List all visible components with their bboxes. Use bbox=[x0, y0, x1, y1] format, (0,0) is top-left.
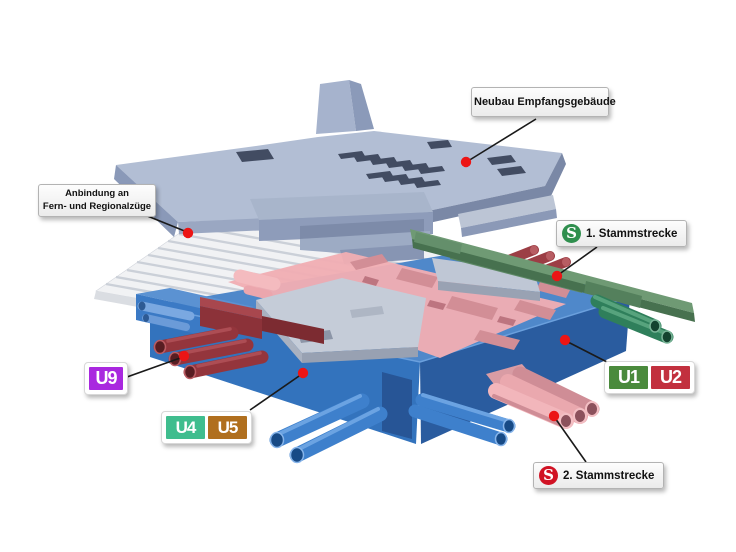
u9-light-blue-tube bbox=[137, 301, 195, 321]
building-tower bbox=[316, 80, 356, 134]
u4-line-badge: U4 bbox=[166, 416, 205, 439]
marker-dot-u4-u5 bbox=[297, 367, 309, 379]
badge-u4-u5: U4 U5 bbox=[161, 411, 252, 444]
marker-dots bbox=[178, 156, 571, 422]
reception-building-3d bbox=[114, 80, 566, 264]
building-roof bbox=[116, 131, 562, 222]
marker-dot-s2 bbox=[548, 410, 560, 422]
s-bahn-logo-icon: S bbox=[562, 224, 581, 243]
marker-dot-regional-deck bbox=[182, 227, 194, 239]
u9-line-badge: U9 bbox=[89, 367, 123, 390]
s2-trunk-tunnels-3d bbox=[486, 364, 600, 429]
marker-dot-s1 bbox=[551, 270, 563, 282]
callout-building-label: Neubau Empfangsgebäude bbox=[474, 96, 616, 108]
marker-dot-building bbox=[460, 156, 472, 168]
callout-s1-label: 1. Stammstrecke bbox=[586, 227, 678, 240]
u2-line-badge: U2 bbox=[651, 366, 690, 389]
marker-dot-u9 bbox=[178, 350, 190, 362]
roof-skylights bbox=[236, 140, 526, 188]
u1-line-badge: U1 bbox=[609, 366, 648, 389]
callout-building: Neubau Empfangsgebäude bbox=[471, 87, 616, 117]
marker-dot-u1-u2 bbox=[559, 334, 571, 346]
callout-s2-stammstrecke: S 2. Stammstrecke bbox=[533, 462, 665, 489]
u9-light-blue-tube bbox=[142, 314, 190, 331]
s1-tunnel-tubes bbox=[590, 294, 674, 344]
s1-trunk-line-3d bbox=[410, 229, 695, 344]
badge-u9: U9 bbox=[84, 362, 128, 395]
callout-regional-line2: Fern- und Regionalzüge bbox=[42, 200, 152, 212]
badge-u1-u2: U1 U2 bbox=[604, 361, 695, 394]
u5-line-badge: U5 bbox=[208, 416, 247, 439]
metro-tunnel-tubes-3d bbox=[269, 393, 516, 464]
callout-s2-label: 2. Stammstrecke bbox=[563, 469, 655, 482]
callout-regional-connection: Anbindung an Fern- und Regionalzüge bbox=[38, 184, 156, 218]
callout-s1-stammstrecke: S 1. Stammstrecke bbox=[556, 220, 688, 247]
s-bahn-logo-icon: S bbox=[539, 466, 558, 485]
callout-regional-line1: Anbindung an bbox=[65, 188, 129, 199]
